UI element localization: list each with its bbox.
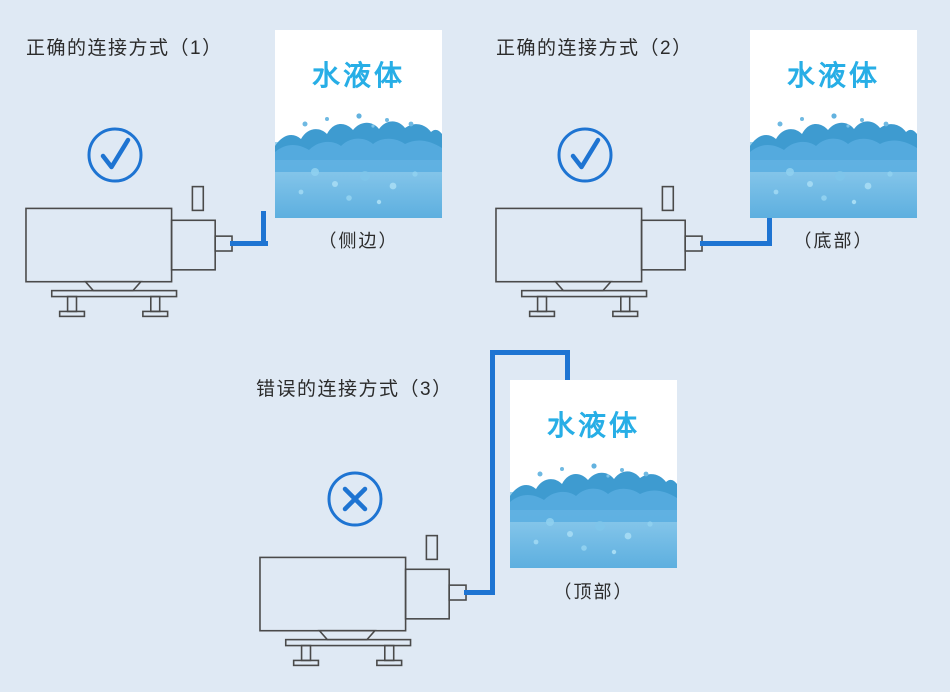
pipe-horizontal-top-3 <box>490 350 570 355</box>
pipe-horizontal-1 <box>230 241 268 246</box>
pump-icon <box>495 185 703 318</box>
diagram-title-3: 错误的连接方式（3） <box>256 379 453 400</box>
cross-icon <box>327 471 383 527</box>
water-tank-3: 水液体 <box>510 380 677 568</box>
wrong-mark-3 <box>326 470 384 528</box>
water-label-3: 水液体 <box>546 410 640 441</box>
pump-icon <box>25 185 233 318</box>
pipe-vertical-1 <box>261 211 266 246</box>
water-label-2: 水液体 <box>786 60 880 91</box>
pipe-horizontal-bottom-3 <box>464 590 495 595</box>
water-splash-graphic <box>510 463 677 568</box>
pipe-vertical-long-3 <box>490 350 495 595</box>
position-label-side: （侧边） <box>318 231 399 251</box>
pipe-vertical-2 <box>767 211 772 246</box>
pump-illustration-1 <box>24 184 234 319</box>
water-tank-1: 水液体 <box>275 30 442 218</box>
pipe-horizontal-2 <box>700 241 772 246</box>
check-icon <box>557 127 613 183</box>
pump-icon <box>259 534 467 667</box>
pipe-vertical-stub-3 <box>565 350 570 388</box>
position-label-top: （顶部） <box>553 582 634 602</box>
pump-illustration-3 <box>258 533 468 668</box>
correct-mark-2 <box>556 126 614 184</box>
position-label-bottom: （底部） <box>793 231 874 251</box>
water-tank-2: 水液体 <box>750 30 917 218</box>
check-icon <box>87 127 143 183</box>
diagram-title-2: 正确的连接方式（2） <box>496 38 693 59</box>
water-splash-graphic <box>750 113 917 218</box>
pump-illustration-2 <box>494 184 704 319</box>
water-label-1: 水液体 <box>311 60 405 91</box>
correct-mark-1 <box>86 126 144 184</box>
diagram-title-1: 正确的连接方式（1） <box>26 38 223 59</box>
water-splash-graphic <box>275 113 442 218</box>
